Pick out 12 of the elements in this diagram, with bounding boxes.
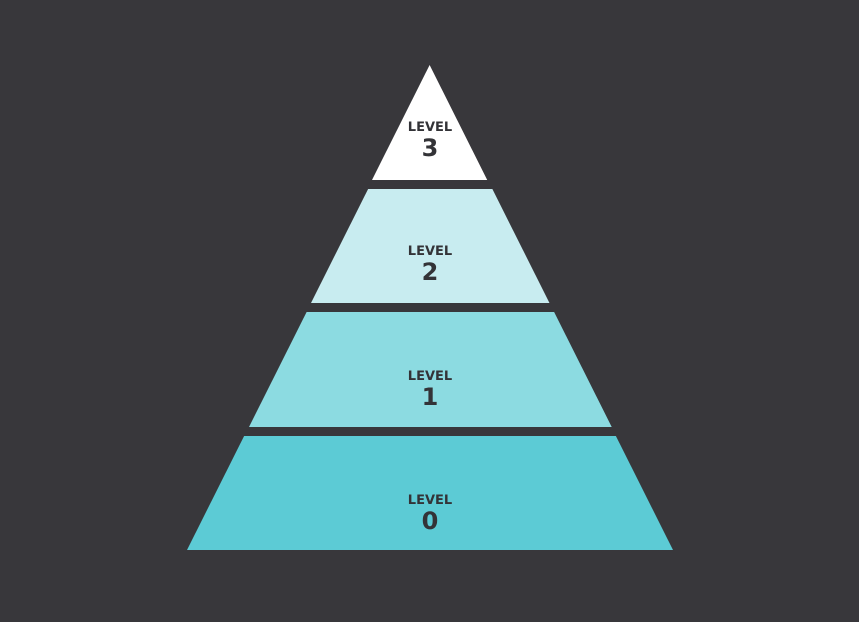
tier-number: 3 (422, 135, 438, 161)
tier-label: LEVEL (408, 244, 452, 259)
tier-label: LEVEL (408, 120, 452, 135)
tier-label: LEVEL (408, 493, 452, 508)
tier-number: 0 (422, 508, 438, 534)
pyramid-tier (187, 436, 673, 550)
pyramid-tier (372, 65, 488, 180)
pyramid-tier (310, 189, 550, 303)
pyramid-tier (248, 312, 612, 427)
tier-number: 1 (422, 384, 438, 410)
tier-label: LEVEL (408, 369, 452, 384)
tier-number: 2 (422, 259, 438, 285)
